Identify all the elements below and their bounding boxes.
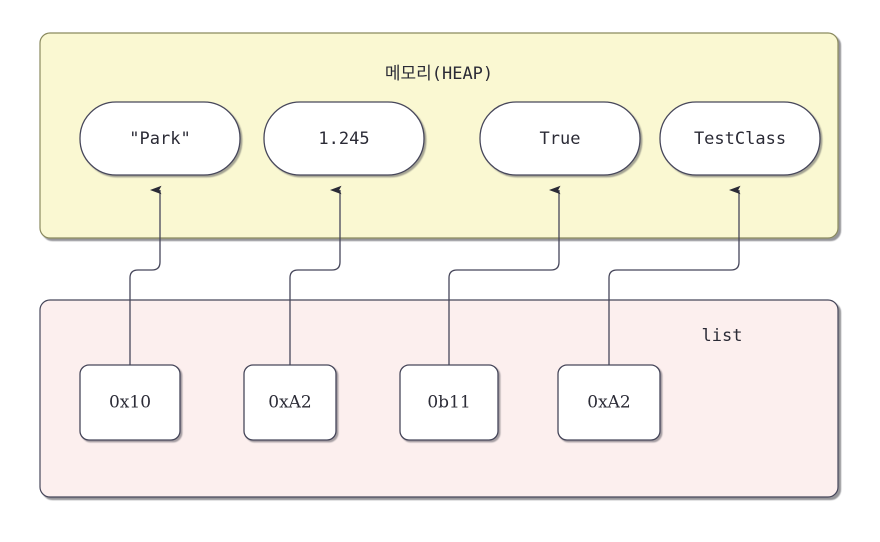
list-slot-1[interactable]: 0xA2	[243, 364, 337, 441]
list-slot-0-label: 0x10	[109, 393, 151, 413]
pointer-0	[129, 185, 162, 365]
list-slots: 0x10 0xA2 0b11 0xA2	[79, 364, 661, 441]
heap-node-true[interactable]: True	[479, 101, 641, 176]
heap-region: 메모리(HEAP)	[39, 32, 839, 239]
heap-node-true-shape[interactable]	[479, 101, 641, 176]
heap-nodes: "Park" 1.245 True TestClass	[79, 101, 821, 176]
heap-node-testclass-label: TestClass	[694, 129, 786, 149]
list-slot-2-label: 0b11	[427, 393, 470, 413]
heap-node-park-shape[interactable]	[79, 101, 241, 176]
list-slot-2[interactable]: 0b11	[399, 364, 499, 441]
pointer-1	[289, 185, 342, 365]
list-slot-1-label: 0xA2	[268, 393, 312, 413]
list-slot-0-shape[interactable]	[79, 364, 181, 441]
heap-node-park[interactable]: "Park"	[79, 101, 241, 176]
list-region-label: list	[702, 326, 743, 346]
pointer-connectors	[129, 185, 741, 365]
heap-node-testclass[interactable]: TestClass	[659, 101, 821, 176]
heap-node-float-shape[interactable]	[263, 101, 425, 176]
heap-region-label: 메모리(HEAP)	[385, 64, 493, 84]
pointer-3	[608, 185, 741, 365]
list-slot-2-shape[interactable]	[399, 364, 499, 441]
heap-node-true-label: True	[540, 129, 581, 149]
list-slot-3[interactable]: 0xA2	[557, 364, 661, 441]
heap-node-float[interactable]: 1.245	[263, 101, 425, 176]
list-slot-3-label: 0xA2	[587, 393, 631, 413]
list-slot-1-shape[interactable]	[243, 364, 337, 441]
heap-node-testclass-shape[interactable]	[659, 101, 821, 176]
heap-node-float-label: 1.245	[318, 129, 369, 149]
pointer-2	[448, 185, 561, 365]
heap-region-box	[39, 32, 839, 239]
list-slot-0[interactable]: 0x10	[79, 364, 181, 441]
heap-node-park-label: "Park"	[129, 129, 190, 149]
list-slot-3-shape[interactable]	[557, 364, 661, 441]
